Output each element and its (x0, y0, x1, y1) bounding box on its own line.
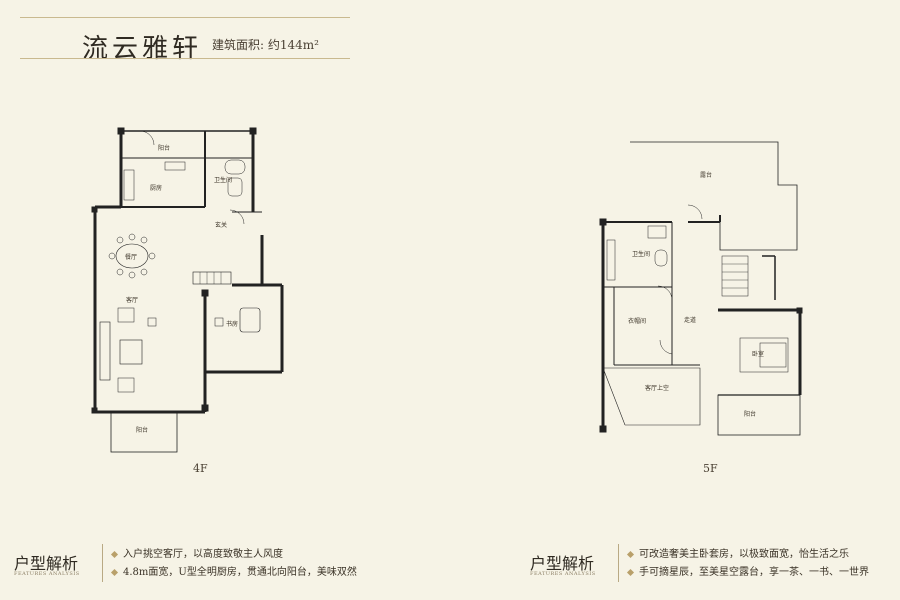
divider (618, 544, 619, 582)
analysis-heading: 户型解析 (530, 554, 595, 573)
room-label: 阳台 (136, 426, 148, 434)
room-label: 衣帽间 (628, 317, 646, 325)
room-label: 厨房 (150, 184, 162, 192)
analysis-items: 可改造奢美主卧套房，以极致面宽，怡生活之乐 手可摘星辰，至美星空露台，享一茶、一… (626, 546, 869, 582)
room-label: 客厅上空 (645, 384, 669, 392)
room-label: 阳台 (158, 144, 170, 152)
room-label: 玄关 (215, 221, 227, 229)
analysis-item: 手可摘星辰，至美星空露台，享一茶、一书、一世界 (626, 564, 869, 582)
divider (102, 544, 103, 582)
room-label: 书房 (226, 320, 238, 328)
room-label: 餐厅 (125, 253, 137, 261)
room-label: 卫生间 (632, 250, 650, 258)
header-top-rule (20, 17, 350, 18)
room-label: 走道 (684, 316, 696, 324)
room-label: 阳台 (744, 410, 756, 418)
room-label: 客厅 (126, 296, 138, 304)
header-bottom-rule (20, 58, 350, 59)
analysis-item: 入户挑空客厅，以高度致敬主人风度 (110, 546, 357, 564)
floor-label-4f: 4F (193, 462, 208, 475)
analysis-items: 入户挑空客厅，以高度致敬主人风度 4.8m面宽，U型全明厨房，贯通北向阳台，美味… (110, 546, 357, 582)
room-label: 卧室 (752, 350, 764, 358)
analysis-item: 可改造奢美主卧套房，以极致面宽，怡生活之乐 (626, 546, 869, 564)
floor-plan-5f (599, 141, 803, 436)
bullet-icon (626, 568, 635, 577)
floor-label-5f: 5F (703, 462, 718, 475)
analysis-subheading: FEATURES ANALYSIS (530, 571, 596, 577)
room-label: 露台 (700, 171, 712, 179)
page-title: 流云雅轩 (82, 34, 203, 64)
room-label: 卫生间 (214, 176, 232, 184)
analysis-subheading: FEATURES ANALYSIS (14, 571, 80, 577)
bullet-icon (626, 550, 635, 559)
analysis-item: 4.8m面宽，U型全明厨房，贯通北向阳台，美味双然 (110, 564, 357, 582)
floor-plan-4f (91, 127, 284, 453)
analysis-heading: 户型解析 (14, 554, 79, 573)
bullet-icon (110, 550, 119, 559)
area-text: 建筑面积: 约144m² (212, 38, 319, 52)
bullet-icon (110, 568, 119, 577)
